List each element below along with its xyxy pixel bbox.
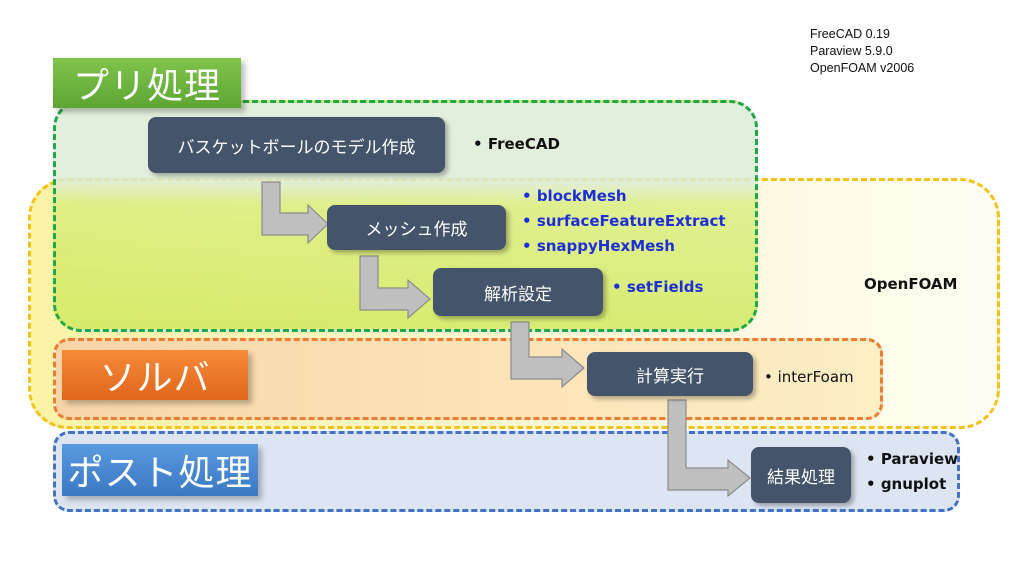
- tools-setup: setFields: [612, 275, 704, 300]
- version-info: FreeCAD 0.19 Paraview 5.9.0 OpenFOAM v20…: [810, 26, 914, 77]
- tool-blockmesh: blockMesh: [522, 184, 726, 209]
- tools-result: Paraview gnuplot: [866, 447, 958, 497]
- openfoam-label: OpenFOAM: [864, 275, 958, 293]
- pre-processing-label: プリ処理: [53, 58, 241, 108]
- version-paraview: Paraview 5.9.0: [810, 44, 893, 58]
- arrow-compute-to-result: [667, 399, 751, 498]
- step-result-processing: 結果処理: [751, 447, 851, 503]
- tool-paraview: Paraview: [866, 447, 958, 472]
- arrow-setup-to-compute: [510, 321, 585, 389]
- tool-interfoam: interFoam: [764, 365, 854, 390]
- tools-compute: interFoam: [764, 365, 854, 390]
- tool-gnuplot: gnuplot: [866, 472, 958, 497]
- post-processing-label: ポスト処理: [62, 444, 258, 496]
- step-analysis-setup: 解析設定: [433, 268, 603, 316]
- tools-mesh: blockMesh surfaceFeatureExtract snappyHe…: [522, 184, 726, 259]
- tool-snappyhexmesh: snappyHexMesh: [522, 234, 726, 259]
- tool-freecad: FreeCAD: [473, 132, 560, 157]
- tools-model: FreeCAD: [473, 132, 560, 157]
- version-freecad: FreeCAD 0.19: [810, 27, 890, 41]
- tool-surfacefeatureextract: surfaceFeatureExtract: [522, 209, 726, 234]
- step-mesh-creation: メッシュ作成: [327, 205, 506, 250]
- step-computation: 計算実行: [587, 352, 753, 396]
- solver-label: ソルバ: [62, 350, 248, 400]
- arrow-mesh-to-setup: [359, 255, 431, 320]
- arrow-model-to-mesh: [261, 181, 329, 245]
- version-openfoam: OpenFOAM v2006: [810, 61, 915, 75]
- step-model-creation: バスケットボールのモデル作成: [148, 117, 445, 173]
- tool-setfields: setFields: [612, 275, 704, 300]
